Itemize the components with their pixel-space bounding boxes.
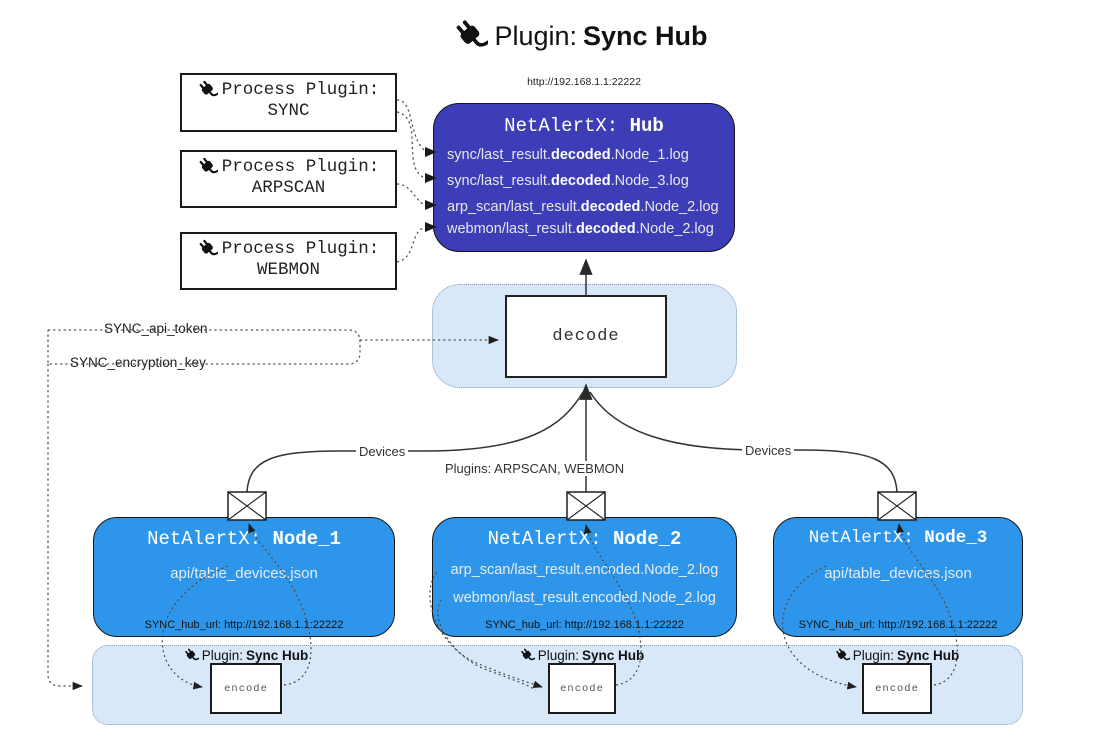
page-title: Plugin: Sync Hub — [421, 12, 741, 60]
process-plugin-label: Process Plugin: — [221, 80, 380, 100]
devices-left-label: Devices — [356, 444, 409, 459]
hub-log-line: arp_scan/last_result.decoded.Node_2.log — [447, 199, 719, 215]
power-plug-icon — [454, 19, 488, 53]
hub-title: NetAlertX: Hub — [434, 115, 734, 137]
node2-hub-url: SYNC_hub_url: http://192.168.1.1:22222 — [485, 619, 684, 631]
process-plugin-sync-box: Process Plugin: SYNC — [180, 73, 397, 132]
node1-file: api/table_devices.json — [170, 565, 318, 582]
process-plugin-label: Process Plugin: — [221, 239, 380, 259]
node1-hub-url: SYNC_hub_url: http://192.168.1.1:22222 — [144, 619, 344, 631]
envelope-icon — [877, 491, 917, 521]
node3-hub-url: SYNC_hub_url: http://192.168.1.1:22222 — [798, 619, 998, 631]
edge-sync-to-hub-2 — [396, 111, 424, 178]
hub-log-line: webmon/last_result.decoded.Node_2.log — [447, 221, 714, 237]
process-plugin-name: SYNC — [267, 101, 310, 121]
power-plug-icon — [520, 648, 535, 663]
node3-title: NetAlertX: Node_3 — [808, 528, 988, 548]
envelope-icons — [227, 491, 917, 521]
node1-title: NetAlertX: Node_1 — [147, 528, 341, 550]
power-plug-icon — [184, 648, 199, 663]
edge-node1-to-decode — [246, 391, 584, 493]
node2-box: NetAlertX: Node_2 arp_scan/last_result.e… — [432, 517, 737, 637]
process-plugin-arpscan-box: Process Plugin: ARPSCAN — [180, 150, 397, 208]
process-plugin-label: Process Plugin: — [221, 157, 380, 177]
power-plug-icon — [198, 80, 218, 100]
encode-box-node1: encode — [210, 663, 282, 714]
title-name: Sync Hub — [583, 20, 708, 51]
envelope-icon — [227, 491, 267, 521]
edge-webmon-to-hub — [396, 227, 424, 263]
edge-arpscan-to-hub — [396, 183, 424, 205]
config-encryption-key-label: SYNC_encryption_key — [67, 355, 209, 370]
node1-box: NetAlertX: Node_1 api/table_devices.json… — [93, 517, 395, 637]
envelope-icon — [566, 491, 606, 521]
hub-title-name: Hub — [629, 115, 664, 137]
hub-title-prefix: NetAlertX: — [504, 115, 630, 137]
plugins-center-label: Plugins: ARPSCAN, WEBMON — [442, 461, 628, 476]
encode-box-node2: encode — [548, 663, 616, 714]
edge-config-to-encode-band — [47, 364, 84, 691]
power-plug-icon — [198, 239, 218, 259]
process-plugin-name: ARPSCAN — [251, 178, 326, 198]
decode-box: decode — [505, 295, 667, 378]
band-plugin-label: Plugin: Sync Hub — [166, 646, 326, 664]
band-plugin-label: Plugin: Sync Hub — [502, 646, 662, 664]
hub-url: http://192.168.1.1:22222 — [527, 76, 641, 88]
process-plugin-webmon-box: Process Plugin: WEBMON — [180, 232, 397, 290]
hub-box: NetAlertX: Hub sync/last_result.decoded.… — [433, 103, 735, 252]
node3-file: api/table_devices.json — [824, 565, 972, 582]
node2-file: arp_scan/last_result.encoded.Node_2.log — [450, 562, 719, 578]
edge-sync-to-hub-1 — [396, 99, 425, 151]
devices-right-label: Devices — [742, 443, 795, 458]
node2-file: webmon/last_result.encoded.Node_2.log — [453, 590, 716, 606]
power-plug-icon — [835, 648, 850, 663]
title-prefix: Plugin: — [494, 20, 578, 51]
power-plug-icon — [198, 157, 218, 177]
hub-log-line: sync/last_result.decoded.Node_3.log — [447, 173, 689, 189]
hub-log-line: sync/last_result.decoded.Node_1.log — [447, 147, 689, 163]
config-api-token-label: SYNC_api_token — [101, 321, 211, 336]
edge-node3-to-decode — [589, 391, 898, 493]
band-plugin-label: Plugin: Sync Hub — [817, 646, 977, 664]
process-plugin-name: WEBMON — [256, 260, 320, 280]
node2-title: NetAlertX: Node_2 — [487, 528, 682, 550]
node3-box: NetAlertX: Node_3 api/table_devices.json… — [773, 517, 1023, 637]
encode-box-node3: encode — [862, 663, 932, 714]
